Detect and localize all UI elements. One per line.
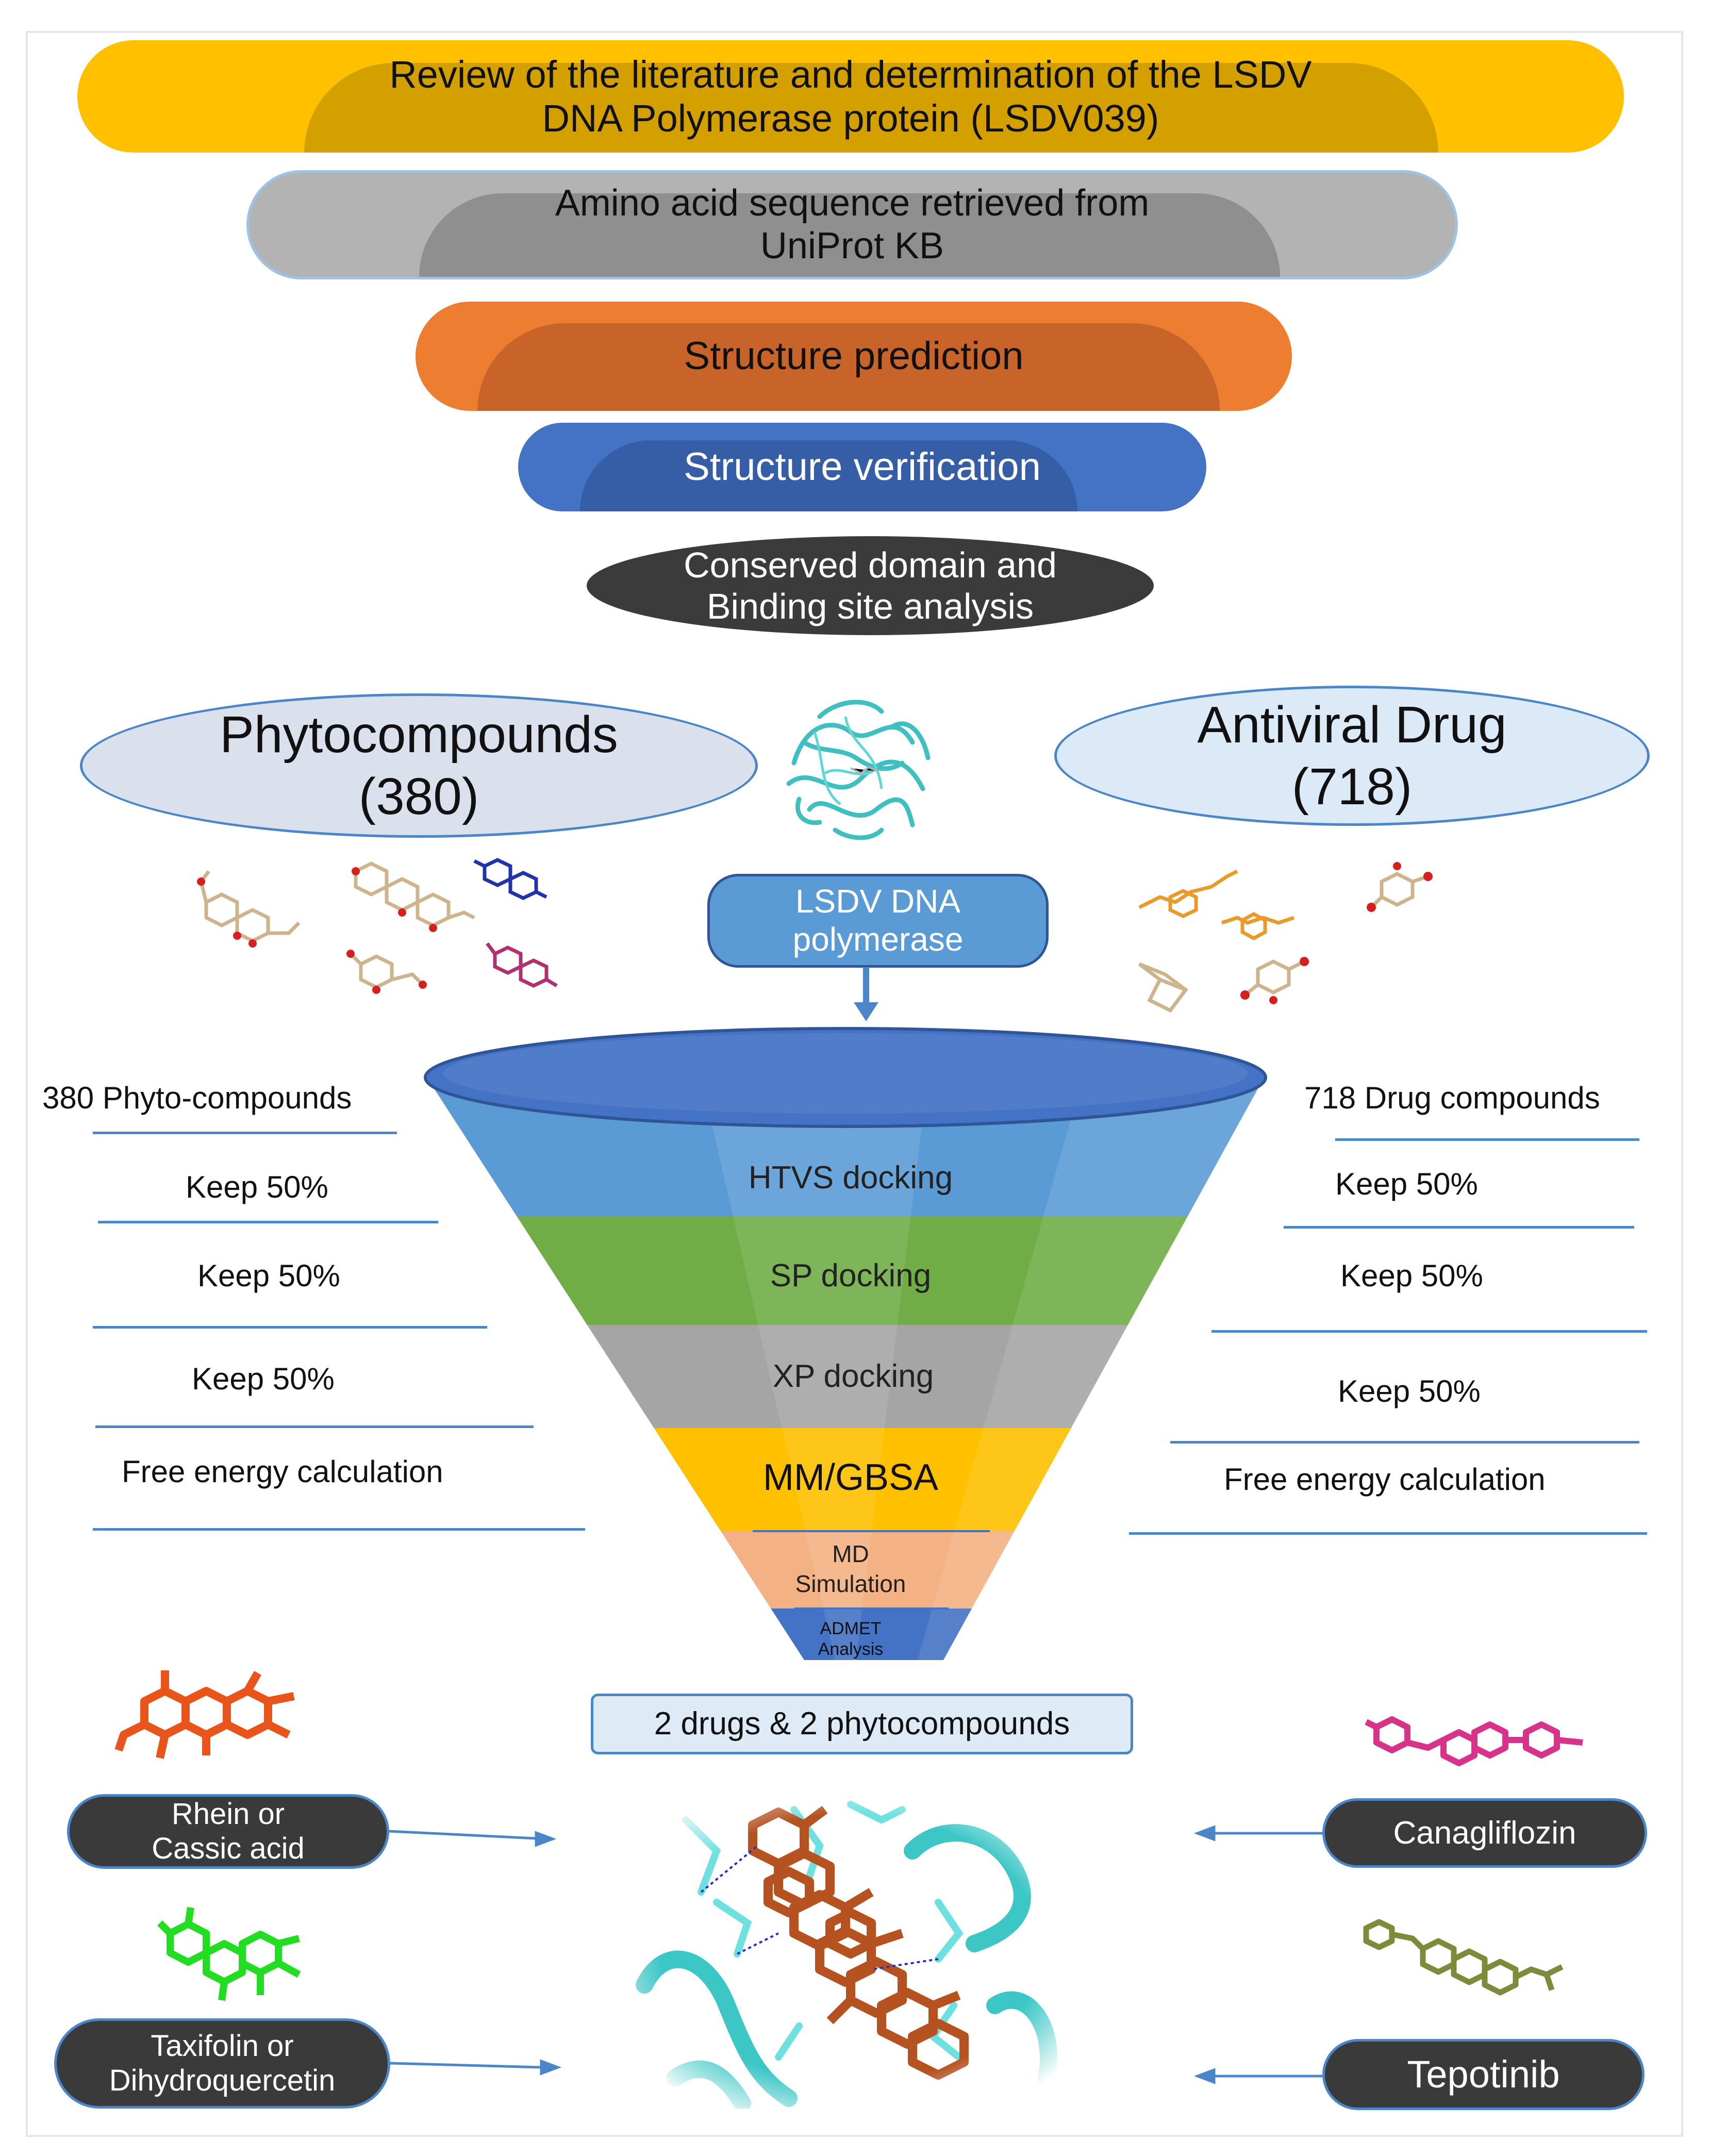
left-rule-4 xyxy=(93,1528,585,1531)
left-row-0: 380 Phyto-compounds xyxy=(42,1081,352,1115)
left-rule-3 xyxy=(95,1425,534,1428)
result-box: 2 drugs & 2 phytocompounds xyxy=(591,1694,1133,1754)
step-sequence-retrieval: Amino acid sequence retrieved from UniPr… xyxy=(246,170,1458,279)
taxifolin-molecule-icon xyxy=(157,1906,301,2001)
right-rule-1 xyxy=(1284,1226,1634,1229)
step-structure-prediction-label: Structure prediction xyxy=(684,334,1024,378)
phytocompounds-title: Phytocompounds (380) xyxy=(220,706,618,825)
left-row-1: Keep 50% xyxy=(186,1170,328,1204)
result-box-label: 2 drugs & 2 phytocompounds xyxy=(654,1706,1070,1742)
step-structure-verification: Structure verification xyxy=(518,423,1206,511)
funnel-label-sp: SP docking xyxy=(770,1258,932,1293)
step-structure-prediction: Structure prediction xyxy=(416,302,1292,411)
right-rule-0 xyxy=(1335,1138,1639,1141)
step-binding-site-analysis: Conserved domain and Binding site analys… xyxy=(587,536,1154,635)
protein-structure-icon xyxy=(786,700,931,840)
step-sequence-retrieval-label: Amino acid sequence retrieved from UniPr… xyxy=(555,183,1150,267)
final-phyto-taxifolin: Taxifolin or Dihydroquercetin xyxy=(54,2018,390,2109)
final-phyto-rhein: Rhein or Cassic acid xyxy=(67,1794,389,1869)
final-phyto-rhein-label: Rhein or Cassic acid xyxy=(152,1797,305,1865)
step-binding-site-analysis-label: Conserved domain and Binding site analys… xyxy=(684,544,1057,627)
canagliflozin-molecule-icon xyxy=(1365,1716,1583,1766)
step-literature-review: Review of the literature and determinati… xyxy=(77,40,1624,153)
left-row-2: Keep 50% xyxy=(197,1258,340,1293)
right-row-0: 718 Drug compounds xyxy=(1304,1081,1600,1115)
lsdv-dna-polymerase-box: LSDV DNA polymerase xyxy=(707,874,1049,968)
right-row-1: Keep 50% xyxy=(1335,1167,1478,1201)
drug-molecules-icon xyxy=(1138,862,1433,1013)
lsdv-dna-polymerase-label: LSDV DNA polymerase xyxy=(792,883,964,958)
right-rule-3 xyxy=(1170,1441,1639,1444)
tepotinib-molecule-icon xyxy=(1363,1919,1564,1996)
screening-funnel: HTVS docking SP docking XP docking MM/GB… xyxy=(424,1027,1267,1660)
right-rule-2 xyxy=(1211,1330,1647,1333)
left-rule-2 xyxy=(93,1326,487,1329)
down-arrow-icon xyxy=(854,967,878,1021)
funnel-label-xp: XP docking xyxy=(773,1358,934,1394)
funnel-label-mmgbsa: MM/GBSA xyxy=(763,1457,938,1498)
left-row-3: Keep 50% xyxy=(192,1362,335,1396)
right-row-4: Free energy calculation xyxy=(1224,1462,1546,1497)
final-drug-tepotinib-label: Tepotinib xyxy=(1407,2053,1560,2096)
final-phyto-taxifolin-label: Taxifolin or Dihydroquercetin xyxy=(109,2029,336,2097)
final-drug-canagliflozin-label: Canagliflozin xyxy=(1393,1815,1576,1851)
phytocompounds-group: Phytocompounds (380) xyxy=(80,693,758,838)
funnel-label-htvs: HTVS docking xyxy=(749,1160,953,1196)
right-rule-4 xyxy=(1129,1532,1647,1535)
step-literature-review-label: Review of the literature and determinati… xyxy=(389,53,1312,140)
complex-structure-icon xyxy=(624,1789,1077,2109)
final-drug-canagliflozin: Canagliflozin xyxy=(1322,1798,1647,1868)
phytocompound-molecules-icon xyxy=(197,858,558,994)
right-row-2: Keep 50% xyxy=(1340,1258,1483,1293)
rhein-molecule-icon xyxy=(114,1670,295,1759)
left-rule-1 xyxy=(98,1221,438,1223)
right-row-3: Keep 50% xyxy=(1338,1374,1481,1408)
left-row-4: Free energy calculation xyxy=(122,1454,443,1489)
left-rule-0 xyxy=(93,1132,397,1134)
final-drug-tepotinib: Tepotinib xyxy=(1322,2039,1645,2110)
step-structure-verification-label: Structure verification xyxy=(684,445,1041,489)
antiviral-drug-title: Antiviral Drug (718) xyxy=(1197,696,1507,816)
antiviral-drug-group: Antiviral Drug (718) xyxy=(1054,686,1650,826)
